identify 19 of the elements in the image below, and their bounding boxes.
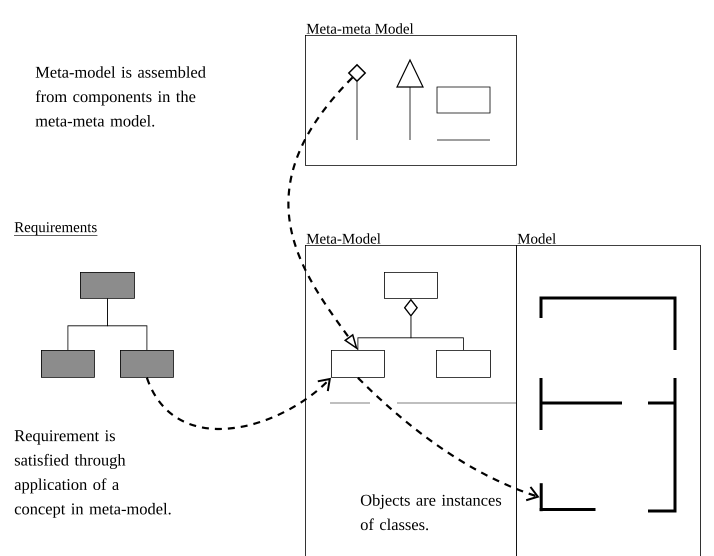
note-text: Requirement is satisfied through application of a concept in meta-model.	[14, 430, 171, 518]
note-text: Meta-model is assembled from components in the meta-meta model.	[36, 66, 206, 127]
note-text: Objects are instances of classes.	[360, 494, 502, 530]
requirement-box	[120, 350, 174, 378]
bracket	[540, 483, 596, 512]
requirement-box	[80, 272, 135, 299]
requirement-box	[41, 350, 95, 378]
node-label: Model	[518, 233, 556, 244]
class-box	[384, 272, 438, 299]
dashed-arrow	[146, 377, 331, 430]
class-box	[331, 350, 385, 378]
node-label: Meta-meta Model	[306, 23, 414, 34]
panel: Model	[516, 233, 701, 556]
panel: Meta-meta Model	[305, 23, 517, 166]
node-label: Meta-Model	[306, 233, 381, 244]
class-box	[436, 350, 491, 378]
connector-line	[107, 298, 148, 350]
dashed-arrow	[357, 377, 540, 502]
section-heading: Requirements	[14, 222, 98, 236]
